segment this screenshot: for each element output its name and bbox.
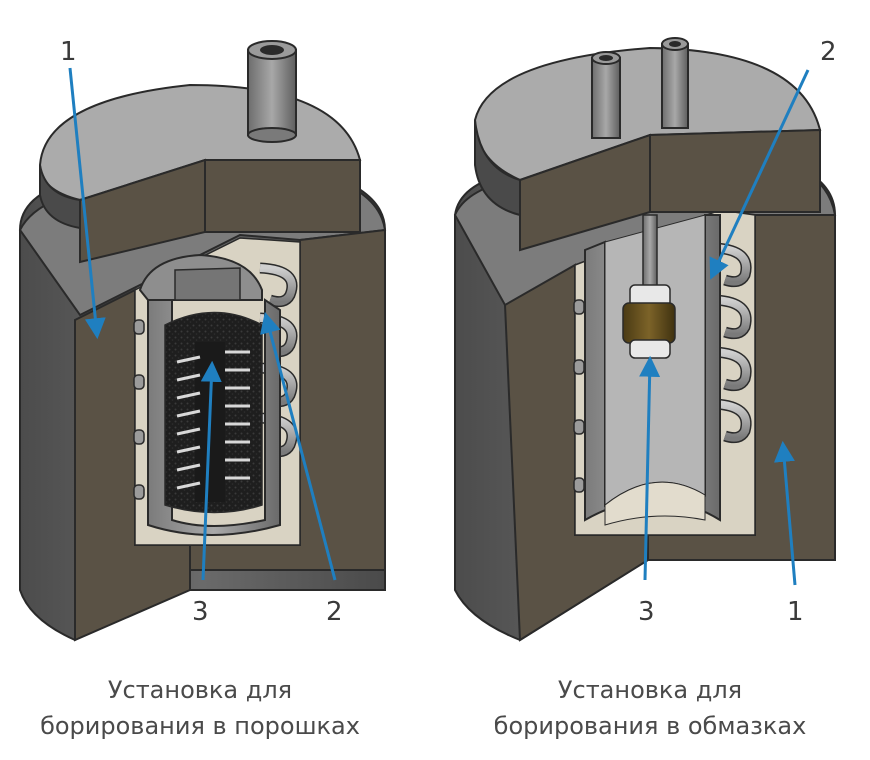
left-exhaust-pipe [247,40,297,143]
left-furnace [18,40,387,642]
right-inlet-pipe [591,51,621,139]
right-top-lid-top [473,46,822,182]
right-label-1: 1 [787,597,804,627]
left-arrow-2 [260,311,337,581]
left-arrow-1 [68,67,106,340]
right-caption-line2: борирования в обмазках [493,712,807,740]
right-arrow-3 [639,355,661,581]
left-caption: Установка для борирования в порошках [0,672,410,744]
left-label-2: 2 [326,597,343,627]
right-heating-coil [714,244,751,442]
right-arrow-1 [773,440,797,586]
right-arrow-2 [709,69,810,280]
right-furnace [453,37,837,642]
right-caption-line1: Установка для [557,676,743,704]
left-label-1: 1 [60,37,77,67]
right-outlet-pipe [661,37,689,129]
right-part [622,214,676,359]
right-label-2: 2 [820,37,837,67]
right-caption: Установка для борирования в обмазках [440,672,860,744]
left-caption-line1: Установка для [107,676,293,704]
callout-arrows [68,67,810,586]
left-arrow-3 [200,360,222,581]
left-caption-line2: борирования в порошках [40,712,360,740]
left-label-3: 3 [192,597,209,627]
right-label-3: 3 [638,597,655,627]
